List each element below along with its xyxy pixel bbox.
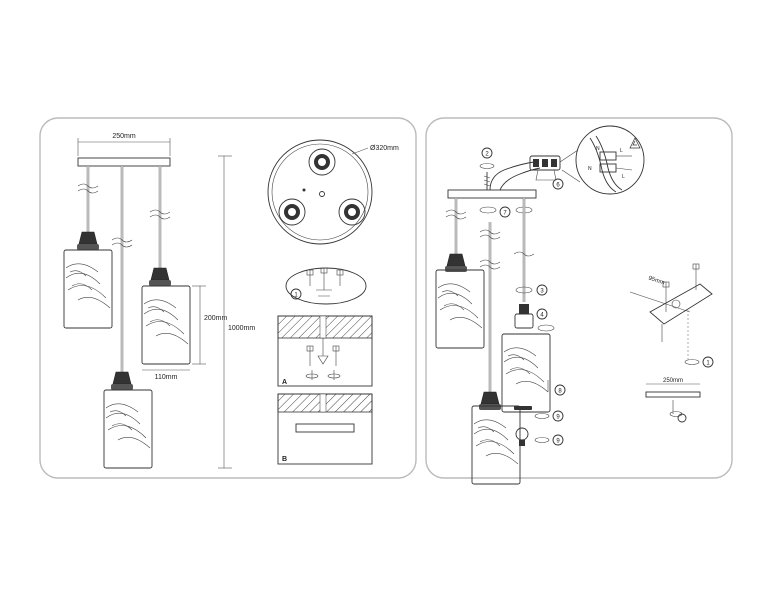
detail-a-ceiling-install: A [277,315,373,387]
detail-a-label: A [282,379,287,386]
step-7-number: 8 [558,389,562,395]
left-panel: 250mm 200mm 110mm 1000mm [39,117,417,479]
shade-height-label: 200mm [204,315,228,322]
step-3-number: 3 [540,289,544,295]
detail-b-label: B [282,456,287,463]
step-6-number: 7 [503,211,507,217]
step-1-number: 1 [294,293,298,299]
bar-dimension: 250mm [645,378,701,423]
socket-part [519,304,529,314]
bar-width-label: 250mm [663,378,683,384]
step-2-number: 2 [485,152,489,158]
cord-break-mark [77,183,99,194]
bulb-icon [515,427,529,446]
wire-label-l: L [622,174,625,180]
round-ceiling-plate [267,139,373,245]
mounting-detail-oval: 1 [285,267,367,305]
shade-width-label: 110mm [155,374,178,381]
step-5-number: 6 [556,183,560,189]
mounting-bracket: 95mm 1 [629,263,714,368]
right-panel: 6 N L N L 2 7 [425,117,733,485]
bracket-step-number: 1 [706,361,710,367]
step-4-number: 4 [540,313,544,319]
canopy-width-label: 250mm [112,133,136,140]
detail-b-plate-mounted: B [277,393,373,465]
wire-label-n: N [588,166,592,172]
total-height-label: 1000mm [228,325,255,332]
cord-break-mark [149,209,171,220]
wire-label-l: L [620,148,623,154]
step-9-number: 9 [556,439,560,445]
plate-diameter-label: Ø320mm [370,145,399,152]
step-8-number: 9 [556,415,560,421]
left-panel-frame [39,117,417,479]
wiring-magnifier: N L N L [559,125,645,195]
wire-label-n: N [596,146,600,152]
rotate-arrow-icon [479,163,495,169]
bracket-dim-label: 95mm [647,276,665,287]
mains-wire [489,161,535,191]
terminal-block [529,155,561,181]
canopy-bar [447,189,537,199]
high-voltage-icon [629,137,641,149]
canopy-bar [77,157,171,167]
cord-break-mark [111,237,133,248]
shade-ring [514,406,532,410]
